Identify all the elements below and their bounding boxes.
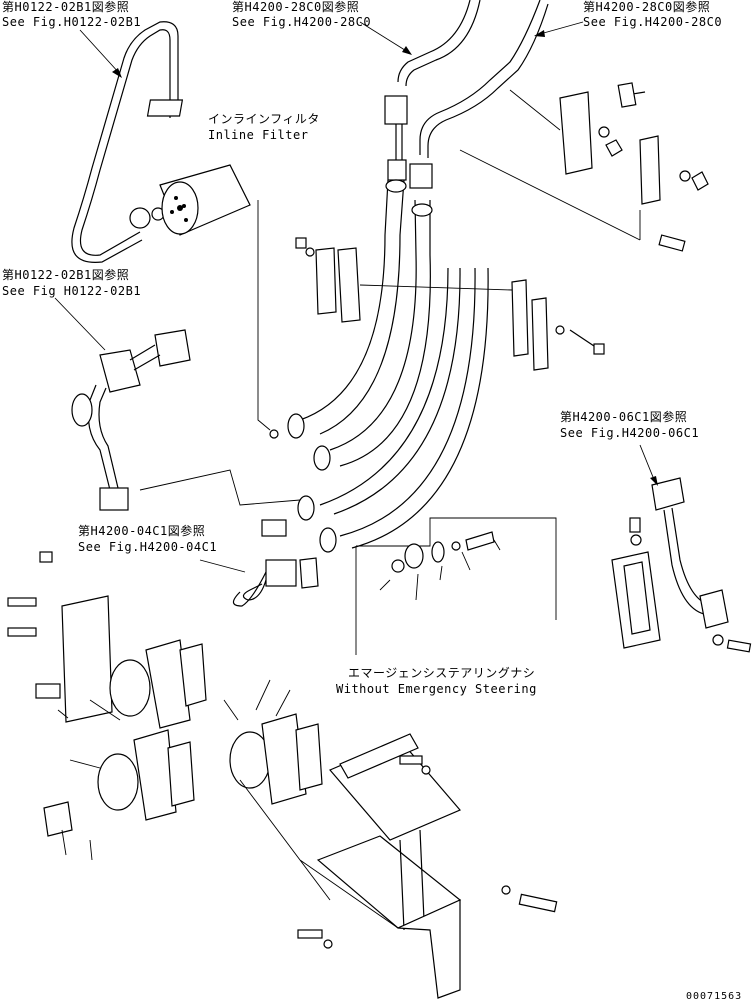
mid-left-pipe — [71, 329, 191, 511]
emergency-jp: エマージェンシステアリングナシ — [348, 666, 536, 680]
center-bottom-pipe — [232, 519, 319, 607]
emergency-steering-box — [355, 517, 557, 655]
ref-top-mid-en: See Fig.H4200-28C0 — [232, 15, 372, 29]
top-left-pipe — [71, 21, 184, 263]
ref-top-mid-jp: 第H4200-28C0図参照 — [232, 0, 360, 14]
inline-filter-jp: インラインフィルタ — [208, 112, 320, 126]
center-clamps — [295, 237, 605, 371]
hoses — [269, 234, 489, 553]
emergency-en: Without Emergency Steering — [336, 682, 537, 696]
ref-mid-left-jp: 第H0122-02B1図参照 — [2, 268, 130, 282]
ref-top-left-en: See Fig.H0122-02B1 — [2, 15, 142, 29]
top-right-brackets — [459, 82, 709, 252]
mid-right-pipe — [611, 477, 752, 653]
inline-filter-en: Inline Filter — [208, 128, 309, 142]
inline-filter — [159, 164, 251, 236]
ref-center-en: See Fig.H4200-04C1 — [78, 540, 218, 554]
ref-mid-right-en: See Fig.H4200-06C1 — [560, 426, 700, 440]
top-middle-pipes — [384, 0, 549, 256]
ref-top-left-jp: 第H0122-02B1図参照 — [2, 0, 130, 14]
bottom-left-valves — [7, 551, 323, 837]
bottom-bracket — [239, 733, 558, 999]
ref-top-right-jp: 第H4200-28C0図参照 — [583, 0, 711, 14]
ref-mid-left-en: See Fig H0122-02B1 — [2, 284, 142, 298]
ref-top-right-en: See Fig.H4200-28C0 — [583, 15, 723, 29]
ref-center-jp: 第H4200-04C1図参照 — [78, 524, 206, 538]
ref-mid-right-jp: 第H4200-06C1図参照 — [560, 410, 688, 424]
drawing-number: 00071563 — [686, 991, 743, 1002]
